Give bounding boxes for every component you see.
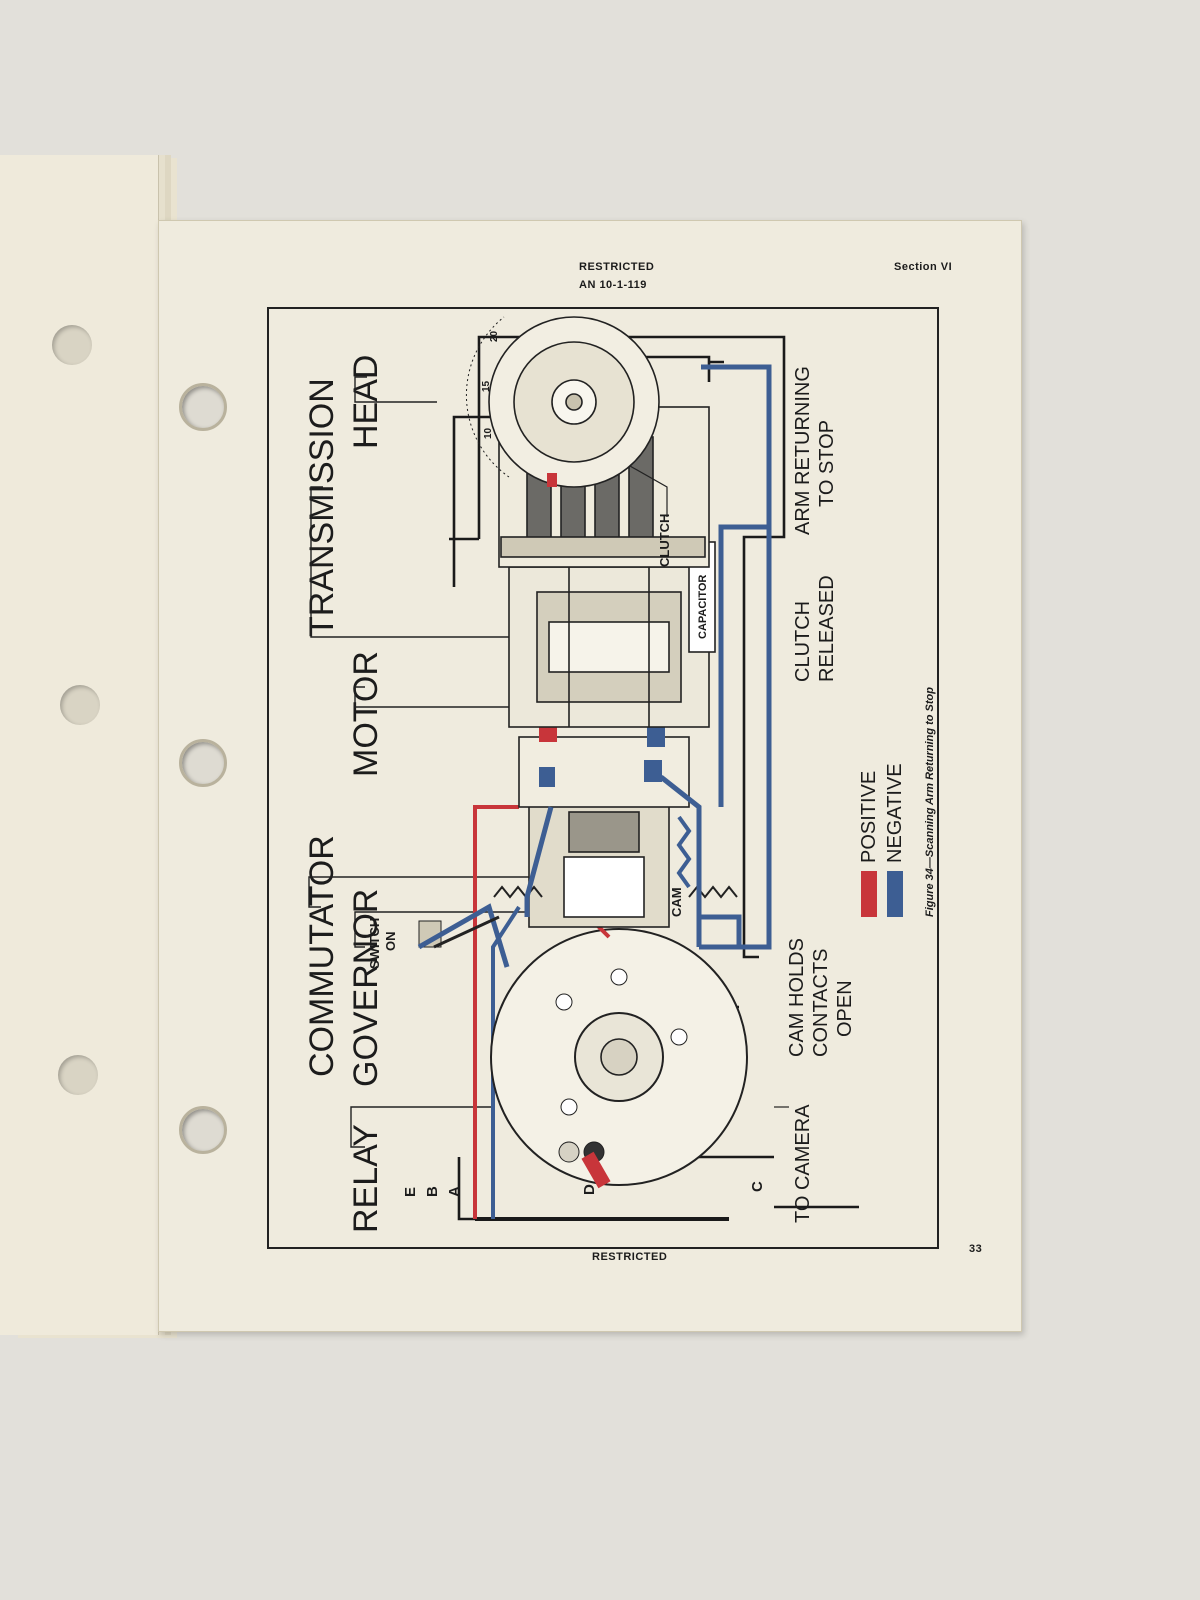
punch-hole <box>60 685 100 725</box>
commutator-block <box>518 736 690 808</box>
label-cam-holds: CAM HOLDS <box>786 938 808 1057</box>
label-to-camera: TO CAMERA <box>792 1104 814 1223</box>
wire-label-e: E <box>402 1187 419 1197</box>
figure-frame: RELAY GOVERNOR COMMUTATOR MOTOR TRANSMIS… <box>267 307 939 1249</box>
wire-label-c: C <box>749 1181 766 1192</box>
binder-page-stack <box>0 155 159 1335</box>
label-cam-holds-contacts: CONTACTS <box>810 948 832 1057</box>
label-switch: SWITCH <box>367 918 382 969</box>
footer-classification: RESTRICTED <box>592 1251 668 1263</box>
wire-label-a: A <box>446 1186 463 1197</box>
label-governor: GOVERNOR <box>347 889 385 1087</box>
header-doc-number: AN 10-1-119 <box>579 279 647 291</box>
figure-caption: Figure 34—Scanning Arm Returning to Stop <box>924 687 936 917</box>
label-commutator: COMMUTATOR <box>303 835 341 1077</box>
label-arm-returning-to-stop: TO STOP <box>816 420 838 507</box>
legend-swatch-positive <box>861 871 877 917</box>
label-motor: MOTOR <box>347 651 385 777</box>
rotated-figure: RELAY GOVERNOR COMMUTATOR MOTOR TRANSMIS… <box>269 309 937 1247</box>
header-classification: RESTRICTED <box>579 261 655 273</box>
header-section: Section VI <box>894 261 953 273</box>
punch-hole <box>58 1055 98 1095</box>
label-clutch: CLUTCH <box>657 514 672 567</box>
footer-page-number: 33 <box>969 1243 983 1255</box>
binder-hole <box>179 739 227 787</box>
legend-label-positive: POSITIVE <box>858 771 880 863</box>
legend-swatch-negative <box>887 871 903 917</box>
label-capacitor: CAPACITOR <box>697 575 709 639</box>
label-cam: CAM <box>669 887 684 917</box>
label-clutch-released: CLUTCH <box>792 601 814 682</box>
label-clutch-released-2: RELEASED <box>816 575 838 682</box>
dial-number-10: 10 <box>483 427 494 439</box>
label-transmission: TRANSMISSION <box>303 378 341 637</box>
label-switch-on: ON <box>383 932 398 952</box>
label-relay: RELAY <box>347 1124 385 1233</box>
wiring-diagram: RELAY GOVERNOR COMMUTATOR MOTOR TRANSMIS… <box>303 316 936 1233</box>
dial-number-15: 15 <box>481 380 492 392</box>
binder-hole <box>179 383 227 431</box>
binder-hole <box>179 1106 227 1154</box>
legend-label-negative: NEGATIVE <box>884 763 906 863</box>
dial-number-20: 20 <box>489 330 500 342</box>
label-arm-returning: ARM RETURNING <box>792 366 814 535</box>
wire-label-b: B <box>424 1186 441 1197</box>
label-cam-holds-open: OPEN <box>834 980 856 1037</box>
manual-page: RESTRICTED AN 10-1-119 Section VI RELAY … <box>158 220 1022 1332</box>
wire-label-d: D <box>581 1184 598 1195</box>
punch-hole <box>52 325 92 365</box>
relay-contact-red <box>581 1151 611 1189</box>
